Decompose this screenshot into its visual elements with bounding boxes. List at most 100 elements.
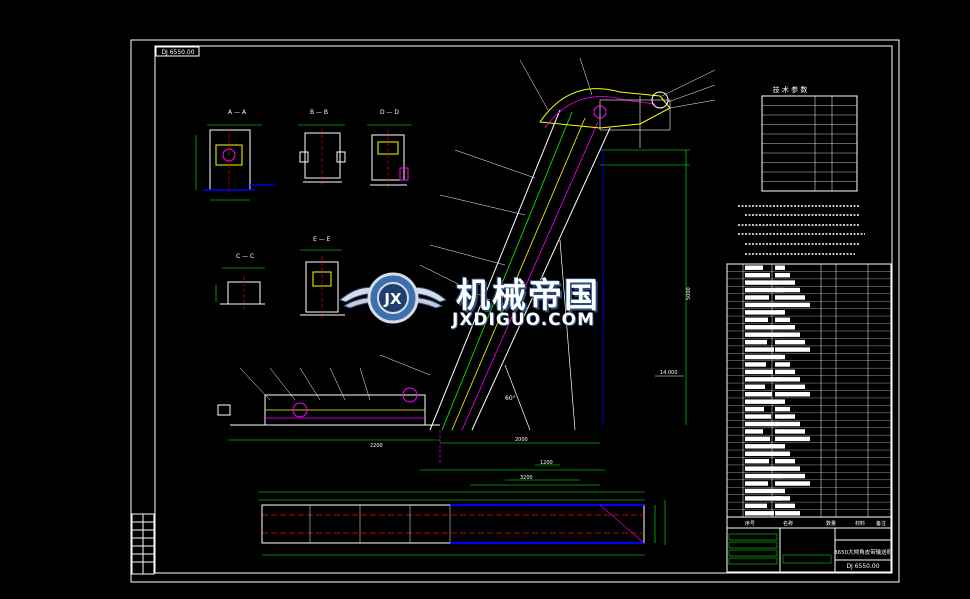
parts-list-row-text [745, 369, 773, 375]
gear-wings-logo-icon: JX [339, 272, 447, 324]
svg-text:B — B: B — B [310, 109, 328, 116]
parts-list-row-text [745, 302, 776, 308]
parts-list-row-text [775, 392, 810, 397]
parts-list-row-text [745, 325, 775, 330]
parts-list-row-text [745, 332, 782, 337]
parts-list-row-text [745, 466, 776, 471]
section-view-d: D — D [367, 109, 412, 188]
parts-list-row-text [775, 280, 795, 285]
parts-list-row-text [745, 280, 777, 285]
parts-list-row-text [775, 451, 790, 456]
parts-list-row-text [745, 272, 770, 278]
parts-list-row-text [775, 466, 800, 471]
parts-list-row-text [745, 473, 783, 479]
svg-text:1200: 1200 [540, 460, 553, 466]
parts-list-row-text [745, 511, 774, 516]
drawing-id-tag-box [155, 46, 200, 57]
svg-text:5000: 5000 [686, 287, 692, 300]
parts-list-row-text [775, 511, 800, 516]
section-view-c: C — C [215, 253, 265, 310]
inner-drawing-frame [154, 45, 893, 574]
svg-text:数量: 数量 [826, 520, 836, 527]
svg-text:备注: 备注 [876, 520, 886, 527]
outer-sheet-border [130, 39, 900, 583]
parts-list-row-text [745, 295, 769, 300]
parts-list-row-text [775, 444, 785, 449]
parts-list-row-text [745, 354, 781, 360]
svg-text:60°: 60° [505, 395, 516, 402]
parts-list-row-text [745, 436, 770, 442]
parts-list-row-text [775, 488, 785, 494]
jxdiguo-watermark: JX 机械帝国 JXDIGUO.COM [338, 266, 638, 332]
svg-text:JX: JX [383, 290, 402, 308]
svg-text:C — C: C — C [236, 253, 254, 260]
parts-list-row-text [745, 451, 784, 456]
section-view-a: A — A [195, 109, 275, 201]
parts-list-row-text [745, 503, 767, 509]
parts-list-table [726, 263, 892, 518]
parts-list-row-text [745, 377, 780, 382]
svg-text:D — D: D — D [380, 109, 399, 116]
title-block: B650大倾角皮带输送机 DJ 6550.00 [726, 527, 893, 573]
tech-params-title: 技 术 参 数 [773, 85, 808, 94]
parts-list-row-text [775, 421, 800, 427]
parts-list-row-text [745, 496, 782, 501]
parts-list-row-text [775, 265, 785, 270]
parts-list-row-text [775, 332, 800, 337]
parts-list-row-text [745, 347, 774, 352]
parts-list-row-text [775, 287, 800, 293]
section-view-e: E — E [300, 236, 345, 318]
parts-list-row-text [775, 362, 790, 367]
drawing-id-tag: DJ 6550.00 [161, 49, 194, 56]
parts-list-row-text [745, 362, 766, 367]
parts-list-row-text [745, 310, 783, 315]
parts-list-row-text [775, 317, 790, 323]
parts-list-row-text [745, 429, 763, 434]
tech-params-table: 技 术 参 数 [761, 85, 858, 192]
technical-notes [738, 205, 865, 255]
parts-list-row-text [775, 503, 795, 509]
main-conveyor-view: 5000 14.000 2000 2200 60° [217, 57, 716, 471]
drawing-title: B650大倾角皮带输送机 [834, 548, 893, 556]
parts-list-row-text [775, 325, 795, 330]
svg-text:3200: 3200 [520, 475, 533, 481]
svg-text:序号: 序号 [745, 520, 755, 527]
parts-list-row-text [775, 339, 805, 345]
drawing-number: DJ 6550.00 [846, 563, 879, 570]
plan-view: 1200 3200 [258, 460, 666, 556]
parts-list-row-text [745, 406, 764, 412]
parts-list-row-text [775, 414, 795, 419]
parts-list-row-text [745, 265, 763, 270]
svg-text:材料: 材料 [855, 520, 865, 527]
watermark-url: JXDIGUO.COM [452, 310, 596, 330]
parts-list-row-text [745, 414, 771, 419]
parts-list-row-text [775, 473, 805, 479]
parts-list-row-text [745, 399, 779, 404]
parts-list-row-text [745, 421, 778, 427]
parts-list-row-text [775, 272, 790, 278]
parts-list-row-text [775, 406, 790, 412]
parts-list-row-text [745, 444, 777, 449]
parts-list-row-text [775, 295, 805, 300]
svg-text:名称: 名称 [783, 520, 793, 527]
parts-list-row-text [745, 481, 768, 486]
left-margin-block [131, 513, 155, 575]
parts-list-row-text [775, 302, 810, 308]
parts-list-row-text [775, 347, 810, 352]
parts-list-row-text [775, 384, 805, 389]
parts-list-header: 序号 名称 数量 材料 备注 [726, 516, 892, 529]
parts-list-row-text [775, 436, 810, 442]
svg-text:A — A: A — A [228, 109, 247, 116]
parts-list-row-text [775, 481, 810, 486]
parts-list-row-text [745, 392, 772, 397]
parts-list-row-text [775, 429, 805, 434]
parts-list-row-text [775, 377, 800, 382]
parts-list-row-text [775, 354, 785, 360]
parts-list-row-text [745, 317, 768, 323]
parts-list-row-text [775, 399, 785, 404]
parts-list-row-text [775, 496, 790, 501]
svg-text:2000: 2000 [515, 437, 528, 443]
svg-text:E — E: E — E [313, 236, 331, 243]
parts-list-row-text [745, 384, 765, 389]
